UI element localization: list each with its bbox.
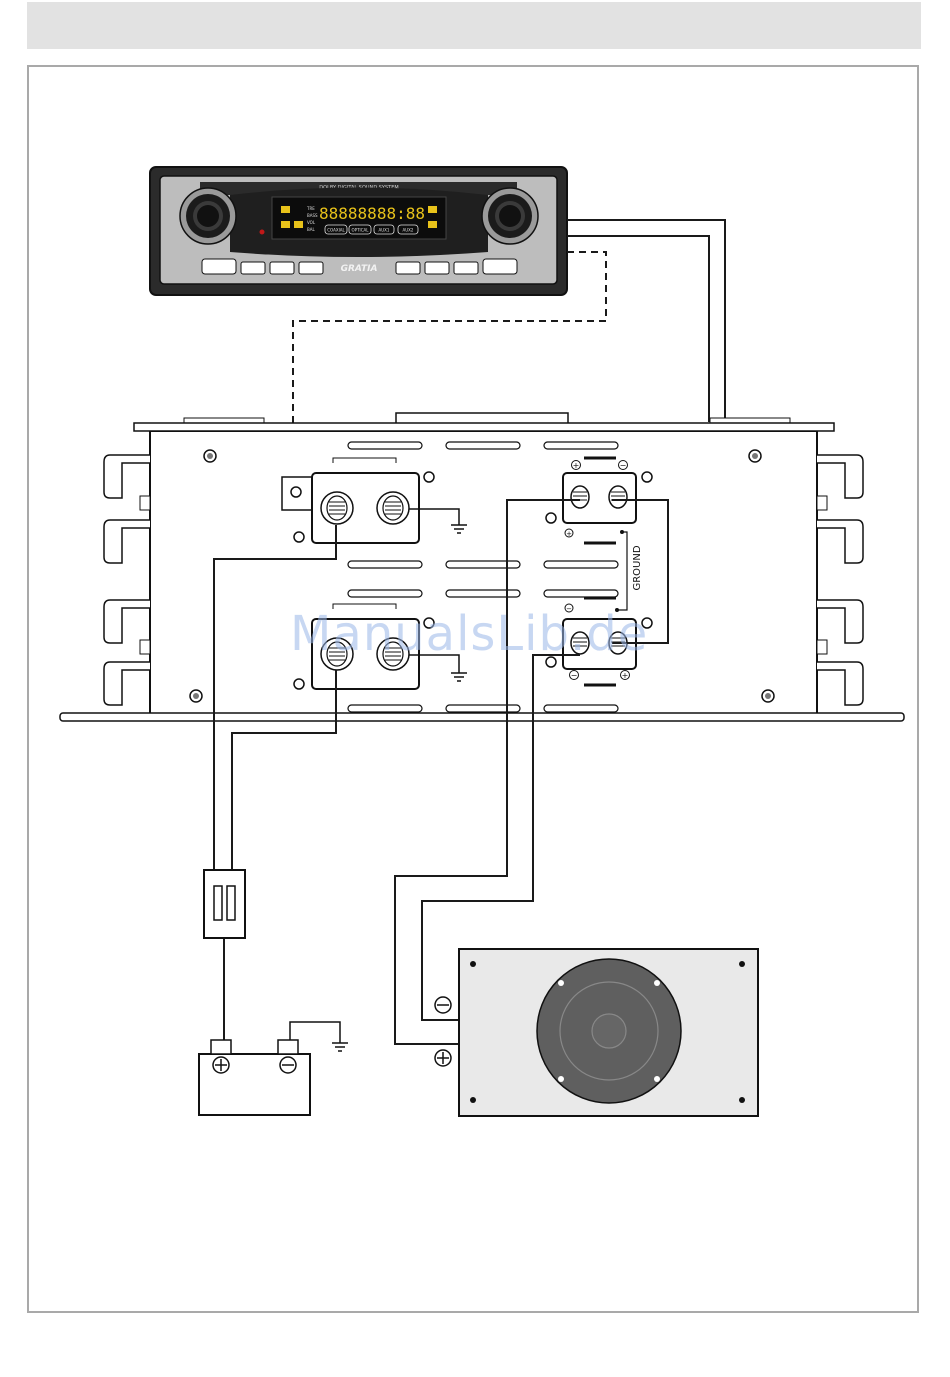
left-knob[interactable] — [180, 188, 236, 244]
preset-button-6[interactable] — [425, 262, 449, 274]
display-icon-left-top — [281, 206, 290, 213]
preset-button-8[interactable] — [483, 259, 517, 274]
speaker-negative-icon — [435, 997, 451, 1013]
svg-text:−: − — [571, 671, 578, 680]
battery-positive-icon — [213, 1057, 229, 1073]
menu-label-tre: TRE — [306, 206, 315, 211]
source-label-aux1: AUX1 — [379, 228, 390, 233]
menu-label-vol: VOL — [307, 220, 316, 225]
source-label-coaxial: COAXIAL — [327, 228, 345, 233]
menu-label-bass: BASS — [307, 213, 318, 218]
source-label-optical: OPTICAL — [352, 228, 370, 233]
preset-button-4[interactable] — [299, 262, 323, 274]
brand-logo: GRATIA — [341, 264, 378, 274]
preset-button-3[interactable] — [270, 262, 294, 274]
ground-label: GROUND — [632, 545, 643, 590]
svg-text:−: − — [620, 461, 627, 470]
amplifier: + − + − + − GROUND — [60, 413, 904, 721]
display-digits: 88888888:88 — [319, 204, 425, 223]
preset-button-2[interactable] — [241, 262, 265, 274]
display-icon-right-bottom — [428, 221, 437, 228]
display-icon-right-top — [428, 206, 437, 213]
preset-button-1[interactable] — [202, 259, 236, 274]
subwoofer-box — [459, 949, 758, 1116]
speaker-positive-icon — [435, 1050, 451, 1066]
battery-negative-icon — [280, 1057, 296, 1073]
svg-text:+: + — [566, 530, 572, 538]
battery — [199, 1040, 310, 1115]
fuse-holder — [204, 870, 245, 938]
svg-text:+: + — [573, 461, 580, 470]
head-unit: DOLBY DIGITAL SOUND SYSTEM 88888888:88 T… — [150, 167, 567, 295]
svg-text:−: − — [566, 605, 572, 613]
preset-button-5[interactable] — [396, 262, 420, 274]
power-led — [260, 230, 265, 235]
right-knob[interactable] — [482, 188, 538, 244]
source-label-aux2: AUX2 — [403, 228, 414, 233]
preset-button-7[interactable] — [454, 262, 478, 274]
menu-label-bal: BAL — [307, 227, 315, 232]
display-icon-left-bottom — [281, 221, 290, 228]
svg-text:+: + — [622, 671, 629, 680]
display-icon-left-mid — [294, 221, 303, 228]
